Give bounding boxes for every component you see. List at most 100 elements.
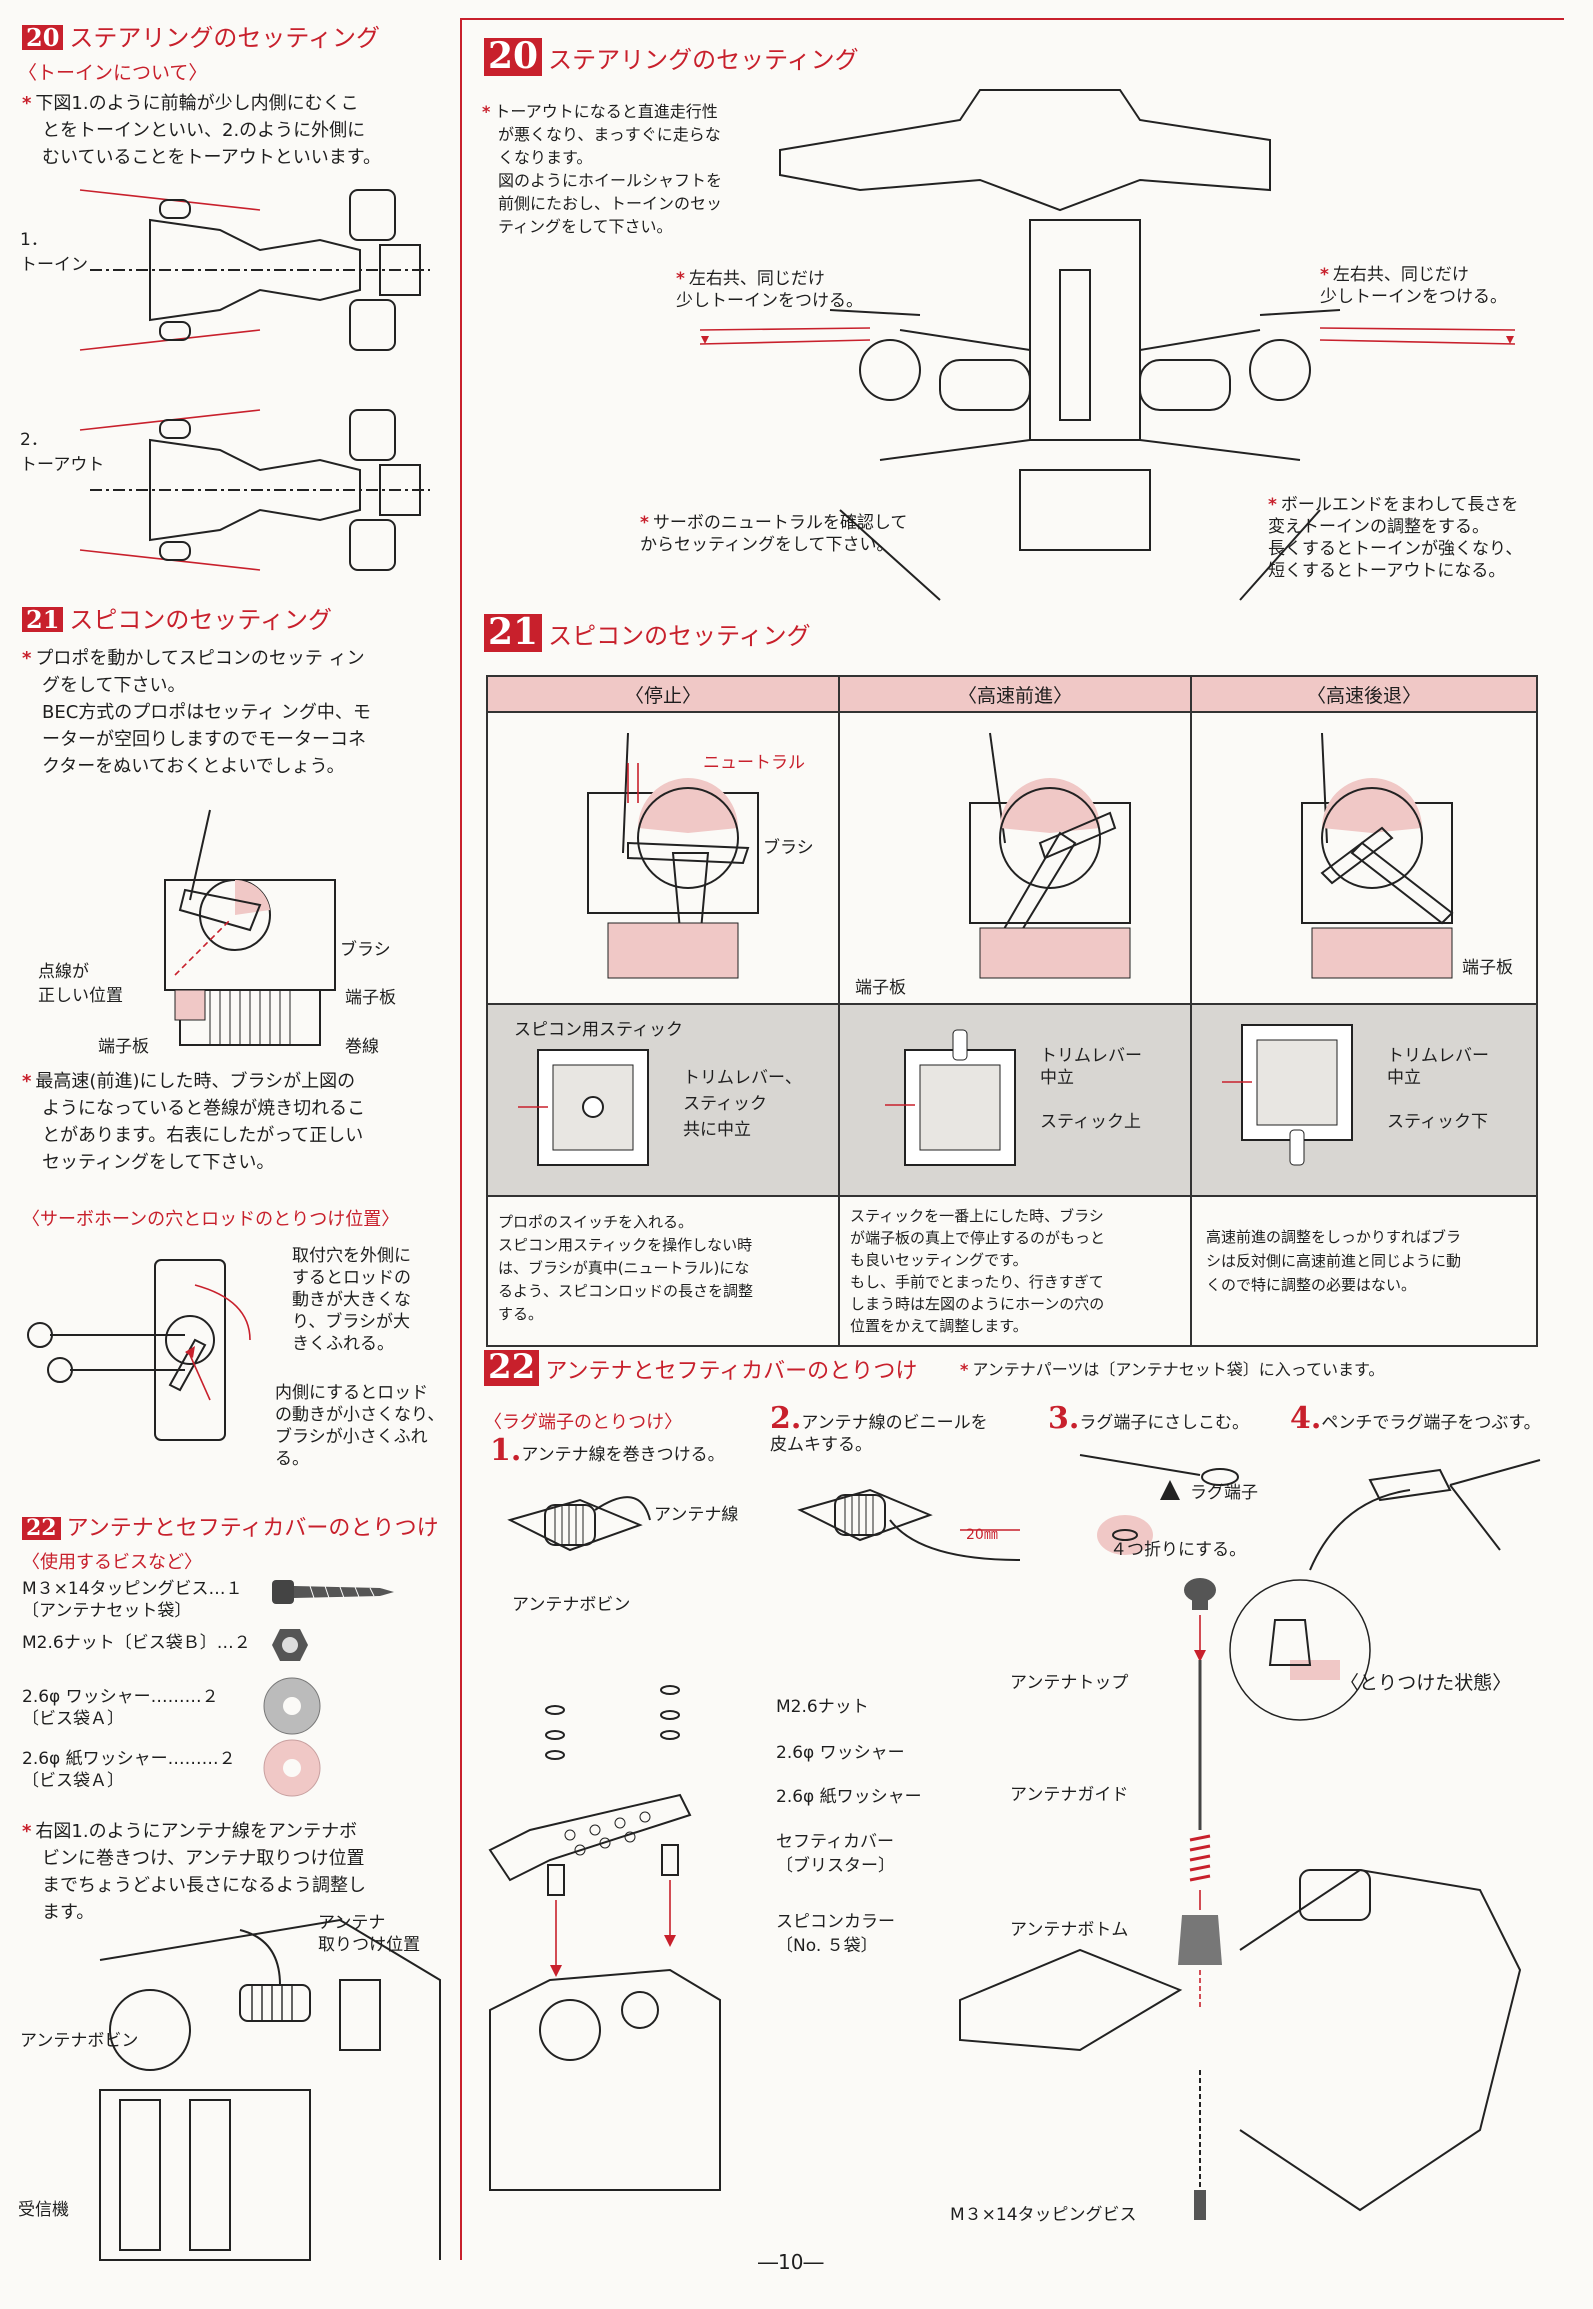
note-line: り、ブラシが大 xyxy=(292,1312,410,1332)
note-text: 左右共、同じだけ 少しトーインをつける。 xyxy=(1320,265,1507,307)
label-lug: ラグ端子 xyxy=(1190,1483,1258,1503)
cell-reverse-stick: トリムレバー 中立 スティック下 xyxy=(1190,1003,1538,1197)
brush-diagram xyxy=(164,809,336,1046)
note-line: 前側にたおし、トーインのセッ xyxy=(498,194,723,213)
page-number: ―10― xyxy=(758,2250,824,2274)
speed-controller-table: 〈停止〉 〈高速前進〉 〈高速後退〉 ニュートラル ブラシ xyxy=(486,675,1538,1347)
note-line: 右図1.のようにアンテナ線をアンテナボ xyxy=(35,1821,358,1842)
note-line: グをして下さい。 xyxy=(42,675,186,696)
note-line: ようになっていると巻線が焼き切れるこ xyxy=(42,1098,366,1119)
toe-out-diagram xyxy=(79,409,430,571)
note-line: 下図1.のように前輪が少し内側にむくこ xyxy=(35,93,359,114)
safety-cover-diagram xyxy=(488,1685,721,2191)
note-line: 取付穴を外側に xyxy=(292,1246,411,1266)
cell-forward-note: スティックを一番上にした時、ブラシ が端子板の真上で停止するのがもっと も良いセ… xyxy=(838,1195,1192,1347)
label-paper-washer: 2.6φ 紙ワッシャー xyxy=(776,1787,922,1807)
note-line: ます。 xyxy=(42,1902,95,1923)
label-collar: スピコンカラー 〔No. ５袋〕 xyxy=(776,1912,895,1956)
left-toe-note: *左右共、同じだけ 少しトーインをつける。 xyxy=(676,269,863,311)
left-s21-note: *プロポを動かしてスピコンのセッテ ィン グをして下さい。 BEC方式のプロポは… xyxy=(22,648,371,777)
label-neutral: ニュートラル xyxy=(703,753,805,773)
note-text: ボールエンドをまわして長さを 変えトーインの調整をする。 長くするとトーインが強… xyxy=(1268,495,1523,581)
note-line: むいていることをトーアウトといいます。 xyxy=(42,147,381,168)
right-s20-title: ステアリングのセッティング xyxy=(548,46,859,74)
note-line: くなります。 xyxy=(498,148,593,167)
label-washer: 2.6φ ワッシャー xyxy=(776,1743,905,1763)
horn-inner-note: 内側にするとロッド の動きが小さくなり、 ブラシが小さくふれ る。 xyxy=(275,1382,444,1470)
label-terminal-board: 端子板 xyxy=(1462,958,1513,978)
label-receiver: 受信機 xyxy=(18,2200,69,2220)
note-line: が悪くなり、まっすぐに走らな xyxy=(498,125,721,144)
servo-horn-diagram xyxy=(27,1259,251,1441)
step-2: 2.アンテナ線のビニールを 皮ムキする。 xyxy=(770,1404,988,1456)
step-number: 3. xyxy=(1048,1401,1080,1436)
left-s20-note: *下図1.のように前輪が少し内側にむくこ とをトーインといい、2.のように外側に… xyxy=(22,93,381,168)
parts-subtitle: 〈使用するビスなど〉 xyxy=(22,1552,202,1573)
note-line: とがあります。右表にしたがって正しい xyxy=(42,1125,364,1146)
cell-forward-stick: トリムレバー 中立 スティック上 xyxy=(838,1003,1192,1197)
left-s20-number: 20 xyxy=(22,25,64,50)
brush-forward-diagram xyxy=(969,732,1131,979)
nut-icon xyxy=(272,1629,308,1661)
steering-chassis-diagram xyxy=(779,89,1341,601)
right-toe-note: *左右共、同じだけ 少しトーインをつける。 xyxy=(1320,265,1507,307)
label-tapping-screw: M３×14タッピングビス xyxy=(950,2205,1137,2225)
cell-forward-brush: 端子板 xyxy=(838,711,1192,1005)
label-installed-state: 〈とりつけた状態〉 xyxy=(1340,1672,1512,1694)
note-text: 左右共、同じだけ 少しトーインをつける。 xyxy=(676,269,863,311)
transmitter-stop-icon xyxy=(518,1049,649,1166)
strip-wire-diagram xyxy=(797,1488,1021,1561)
note-text: アンテナパーツは〔アンテナセット袋〕に入っています。 xyxy=(972,1360,1385,1379)
label-brush: ブラシ xyxy=(340,940,391,960)
note-text: サーボのニュートラルを確認して からセッティングをして下さい。 xyxy=(640,513,908,555)
left-s21-title: スピコンのセッティング xyxy=(69,606,332,634)
header-forward: 〈高速前進〉 xyxy=(838,675,1192,713)
label-terminal-board: 端子板 xyxy=(98,1037,149,1057)
trim-stop: トリムレバー、 スティック 共に中立 xyxy=(683,1068,802,1140)
note-stop: プロポのスイッチを入れる。 スピコン用スティックを操作しない時 は、ブラシが真中… xyxy=(498,1213,754,1323)
right-s20-note: *トーアウトになると直進走行性 が悪くなり、まっすぐに走らな くなります。 図の… xyxy=(482,102,723,236)
part-name: 2.6φ 紙ワッシャー………２ xyxy=(22,1749,236,1769)
right-s21-number: 21 xyxy=(484,613,543,652)
lug-terminal-diagram xyxy=(1079,1454,1239,1555)
notes-row: プロポのスイッチを入れる。 スピコン用スティックを操作しない時 は、ブラシが真中… xyxy=(486,1195,1538,1347)
note-line: 動きが大きくな xyxy=(292,1290,411,1310)
trim-forward: トリムレバー 中立 スティック上 xyxy=(1040,1046,1142,1132)
note-line: ティングをして下さい。 xyxy=(498,217,673,236)
label-antenna-bobbin: アンテナボビン xyxy=(512,1595,631,1615)
part-name: 2.6φ ワッシャー………２ xyxy=(22,1687,219,1707)
paper-washer-icon xyxy=(263,1739,321,1797)
left-s22-note: *右図1.のようにアンテナ線をアンテナボ ビンに巻きつけ、アンテナ取りつけ位置 … xyxy=(22,1821,366,1923)
label-stick: スピコン用スティック xyxy=(514,1020,683,1040)
antenna-parts-note: *アンテナパーツは〔アンテナセット袋〕に入っています。 xyxy=(960,1360,1385,1379)
part-bag: 〔アンテナセット袋〕 xyxy=(22,1601,192,1621)
transmitter-row: スピコン用スティック トリムレバー、 スティック 共に中立 トリムレバー 中立 … xyxy=(486,1003,1538,1197)
step-text: アンテナ線のビニールを 皮ムキする。 xyxy=(770,1413,988,1455)
note-forward: スティックを一番上にした時、ブラシ が端子板の真上で停止するのがもっと も良いセ… xyxy=(850,1207,1106,1335)
right-s22-title: アンテナとセフティカバーのとりつけ xyxy=(545,1359,918,1384)
label-antenna-position: アンテナ 取りつけ位置 xyxy=(318,1913,421,1955)
part-paper-washer: 2.6φ 紙ワッシャー………２ 〔ビス袋Ａ〕 xyxy=(22,1748,236,1792)
label-safety-cover: セフティカバー 〔ブリスター〕 xyxy=(776,1832,895,1876)
left-s21-note2: *最高速(前進)にした時、ブラシが上図の ようになっていると巻線が焼き切れるこ … xyxy=(22,1071,366,1173)
note-line: クターをぬいておくとよいでしょう。 xyxy=(42,756,345,777)
label-antenna-bobbin: アンテナボビン xyxy=(20,2031,139,2051)
part-name: M2.6ナット〔ビス袋Ｂ〕…２ xyxy=(22,1633,251,1653)
header-stop: 〈停止〉 xyxy=(486,675,840,713)
transmitter-reverse-icon xyxy=(1222,1024,1353,1166)
cell-stop-stick: スピコン用スティック トリムレバー、 スティック 共に中立 xyxy=(486,1003,840,1197)
right-panel-frame xyxy=(460,18,1564,2260)
note-line: セッティングをして下さい。 xyxy=(42,1152,275,1173)
lug-subtitle: 〈ラグ端子のとりつけ〉 xyxy=(484,1412,683,1433)
note-line: までちょうどよい長さになるよう調整し xyxy=(42,1875,366,1896)
note-line: ーターが空回りしますのでモーターコネ xyxy=(42,729,366,750)
tapping-screw-icon xyxy=(272,1580,394,1604)
label-antenna-wire: アンテナ線 xyxy=(654,1505,739,1525)
step-text: ペンチでラグ端子をつぶす。 xyxy=(1321,1413,1541,1433)
left-s20-title: ステアリングのセッティング xyxy=(69,24,380,52)
label-antenna-top: アンテナトップ xyxy=(1010,1673,1129,1693)
washer-icon xyxy=(263,1677,321,1735)
